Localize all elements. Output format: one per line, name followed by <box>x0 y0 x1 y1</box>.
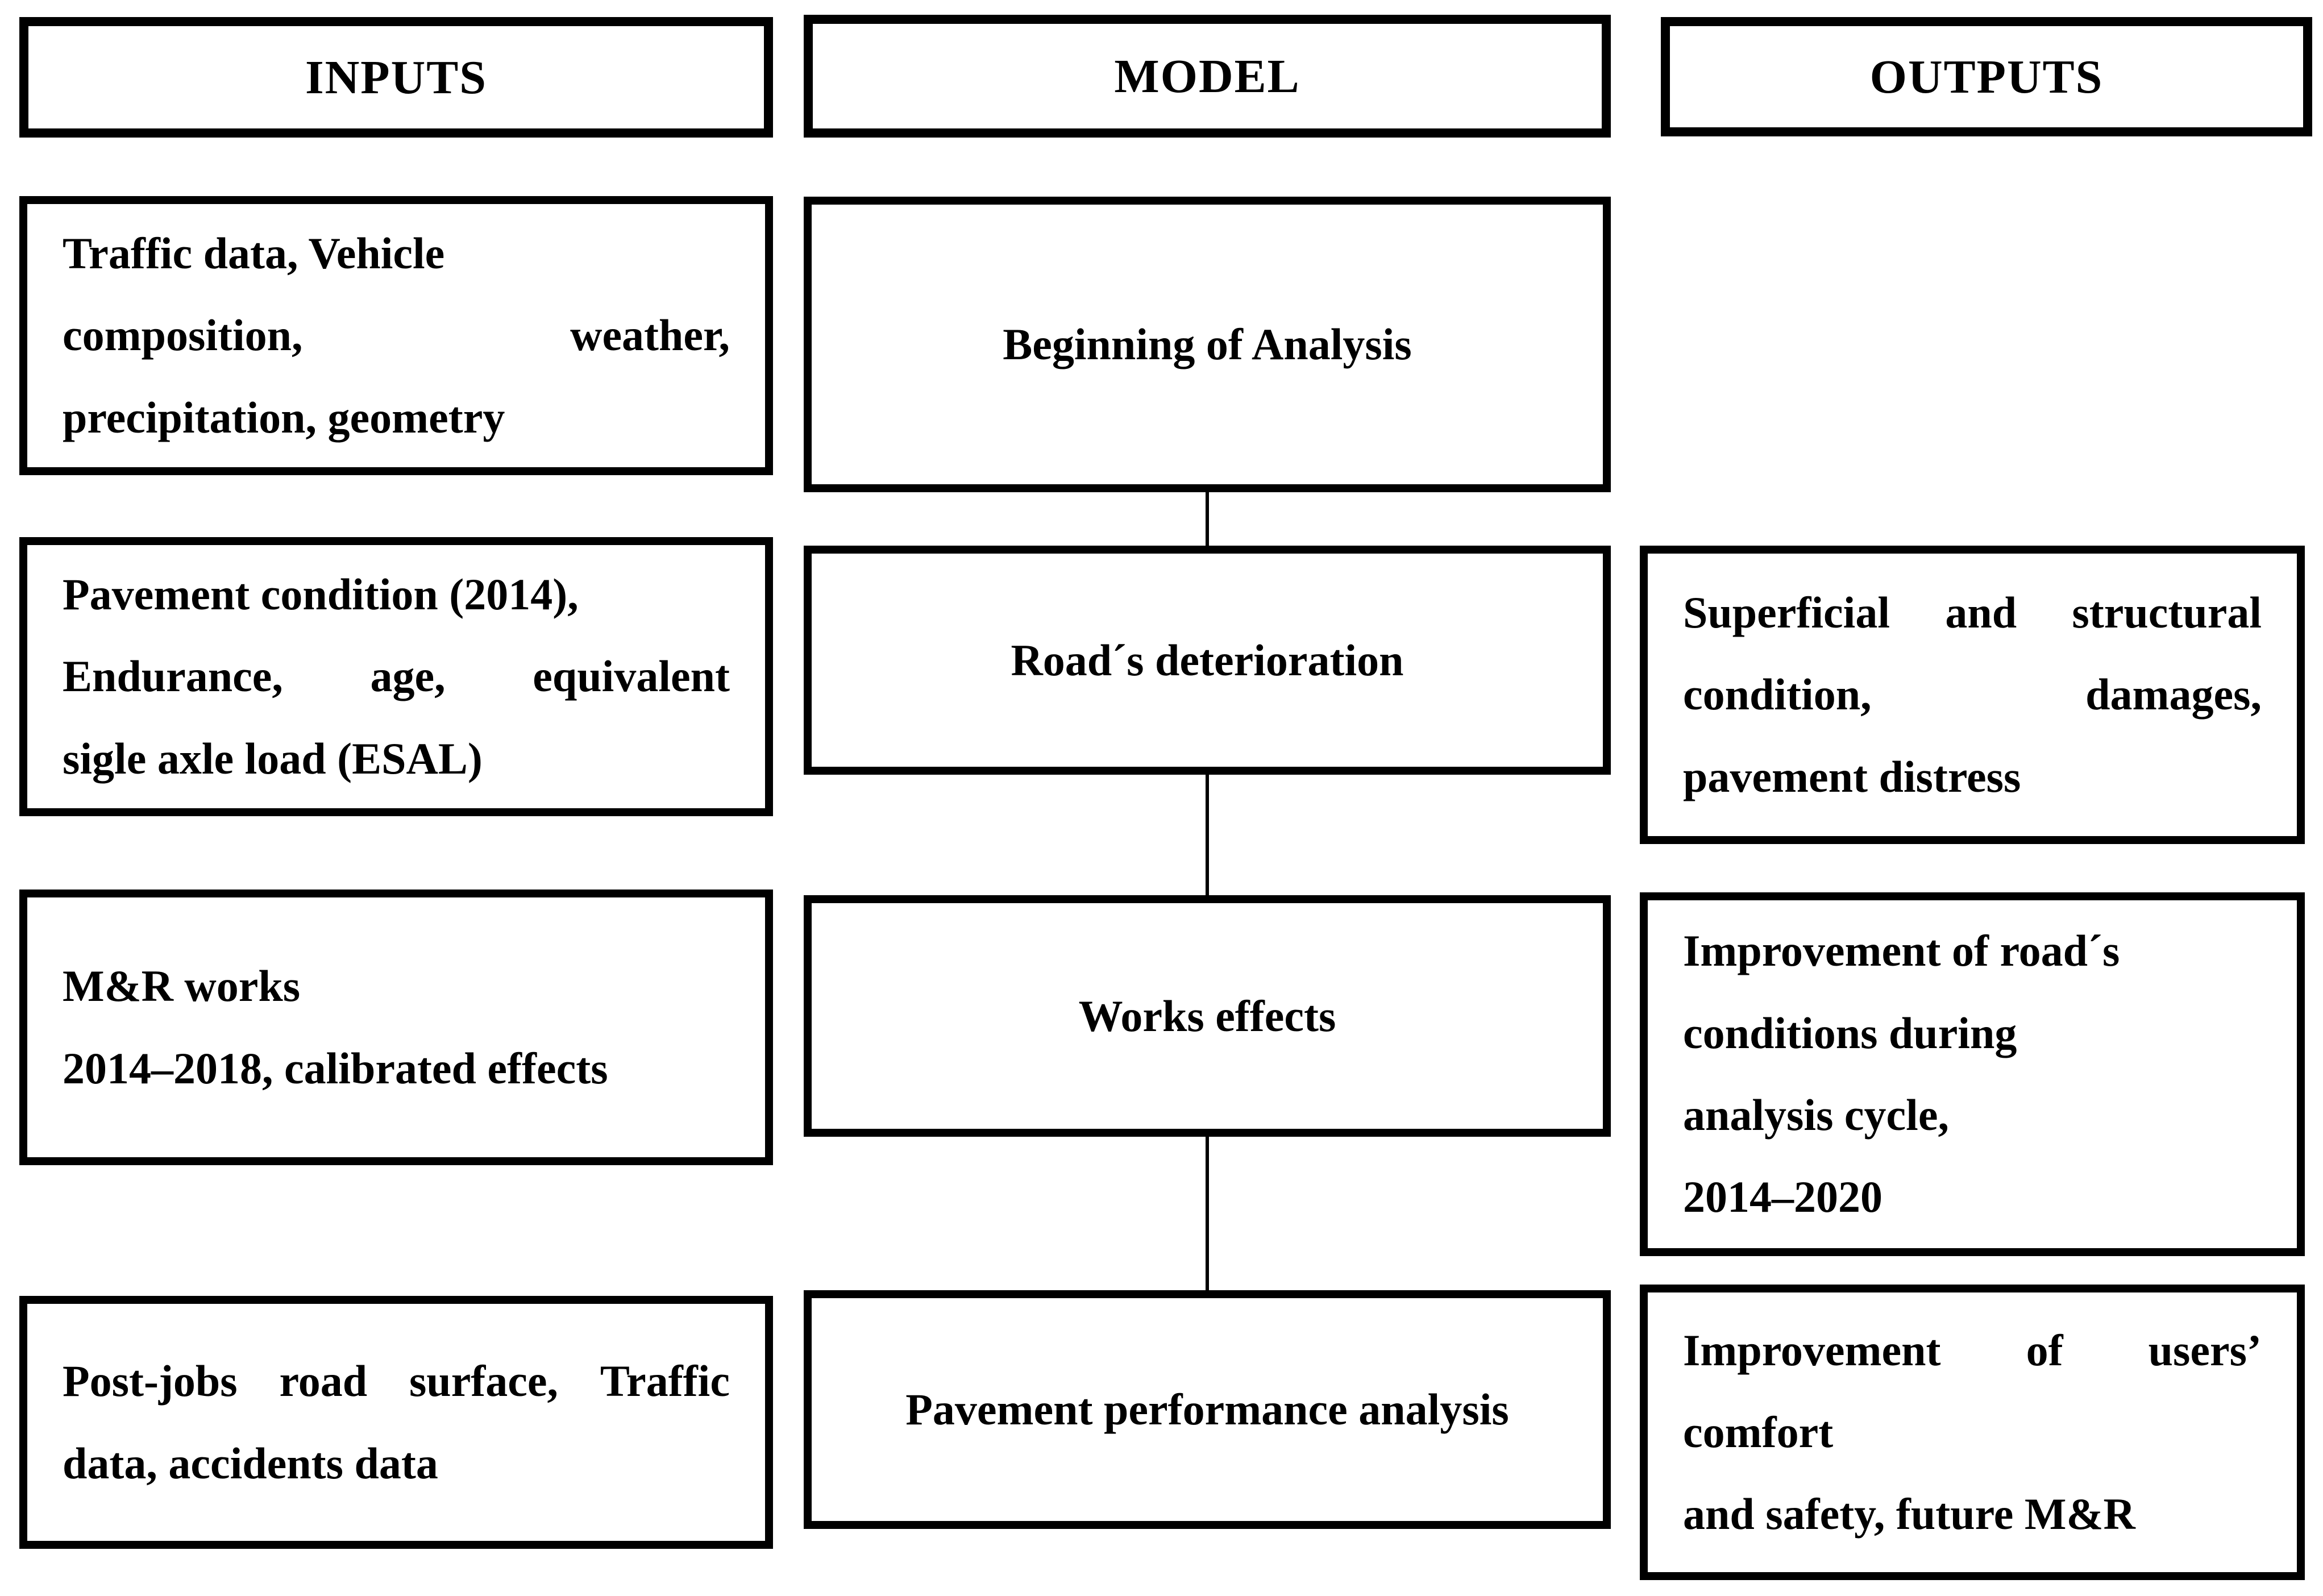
text-word: structural <box>2072 588 2262 638</box>
text-word: of <box>2026 1325 2063 1375</box>
outputs-header-label: OUTPUTS <box>1869 50 2104 103</box>
input-box-mr-works: M&R works 2014–2018, calibrated effects <box>19 890 773 1165</box>
model-box-label: Works effects <box>1078 991 1336 1041</box>
text-line: and safety, future M&R <box>1683 1489 2135 1539</box>
text-word: Improvement <box>1683 1325 1941 1375</box>
input-box-pavement-condition: Pavement condition (2014), Endurance, age,… <box>19 537 773 816</box>
text-line: 2014–2018, calibrated effects <box>63 1043 608 1093</box>
text-word: damages, <box>2085 670 2262 720</box>
text-line: data, accidents data <box>63 1438 438 1488</box>
text-line: analysis cycle, <box>1683 1090 1949 1140</box>
text-word: and <box>1945 588 2017 638</box>
inputs-header-label: INPUTS <box>305 51 488 104</box>
text-word: Endurance, <box>63 651 283 701</box>
model-box-label: Beginning of Analysis <box>1003 319 1412 369</box>
text-line: Traffic data, Vehicle <box>63 228 445 279</box>
connector-line-1 <box>1206 492 1209 546</box>
output-box-improvement-conditions: Improvement of road´s conditions during an… <box>1640 892 2305 1256</box>
input-box-traffic-data: Traffic data, Vehicle composition, weather… <box>19 196 773 475</box>
text-word: weather, <box>570 310 730 360</box>
text-word: surface, <box>409 1356 559 1406</box>
text-line: 2014–2020 <box>1683 1172 1882 1222</box>
text-word: road <box>279 1356 368 1406</box>
model-box-works-effects: Works effects <box>804 895 1611 1137</box>
model-box-beginning-of-analysis: Beginning of Analysis <box>804 197 1611 492</box>
model-box-roads-deterioration: Road´s deterioration <box>804 546 1611 775</box>
output-box-superficial-condition: Superficial and structural condition, damage… <box>1640 546 2305 844</box>
text-word: composition, <box>63 310 303 360</box>
text-word: Traffic <box>600 1356 730 1406</box>
outputs-header-box: OUTPUTS <box>1661 17 2312 136</box>
text-line: Pavement condition (2014), <box>63 570 579 620</box>
connector-line-3 <box>1206 1137 1209 1290</box>
text-line: pavement distress <box>1683 751 2021 801</box>
text-line: Endurance, age, equivalent <box>63 635 730 717</box>
text-word: Post-jobs <box>63 1356 238 1406</box>
model-box-label: Road´s deterioration <box>1011 635 1404 685</box>
text-line: composition, weather, <box>63 294 730 376</box>
connector-line-2 <box>1206 775 1209 895</box>
model-box-pavement-performance: Pavement performance analysis <box>804 1290 1611 1529</box>
text-word: Superficial <box>1683 588 1890 638</box>
text-word: equivalent <box>533 651 730 701</box>
model-header-box: MODEL <box>804 15 1611 138</box>
text-line: M&R works <box>63 961 301 1011</box>
text-line: Improvement of users’ <box>1683 1310 2262 1391</box>
model-box-label: Pavement performance analysis <box>905 1385 1509 1434</box>
text-word: condition, <box>1683 670 1872 720</box>
text-line: conditions during <box>1683 1008 2017 1058</box>
inputs-header-box: INPUTS <box>19 17 773 138</box>
text-word: age, <box>370 651 446 701</box>
text-line: condition, damages, <box>1683 654 2262 735</box>
input-box-post-jobs: Post-jobs road surface, Traffic data, accide… <box>19 1296 773 1549</box>
model-header-label: MODEL <box>1114 49 1300 103</box>
text-word: users’ <box>2148 1325 2262 1375</box>
text-line: Superficial and structural <box>1683 572 2262 654</box>
text-line: precipitation, geometry <box>63 392 505 442</box>
output-box-users-comfort: Improvement of users’ comfort and safety, fu… <box>1640 1285 2305 1580</box>
text-line: Improvement of road´s <box>1683 926 2120 976</box>
text-line: Post-jobs road surface, Traffic <box>63 1340 730 1422</box>
text-line: comfort <box>1683 1407 1834 1457</box>
text-line: sigle axle load (ESAL) <box>63 733 483 783</box>
